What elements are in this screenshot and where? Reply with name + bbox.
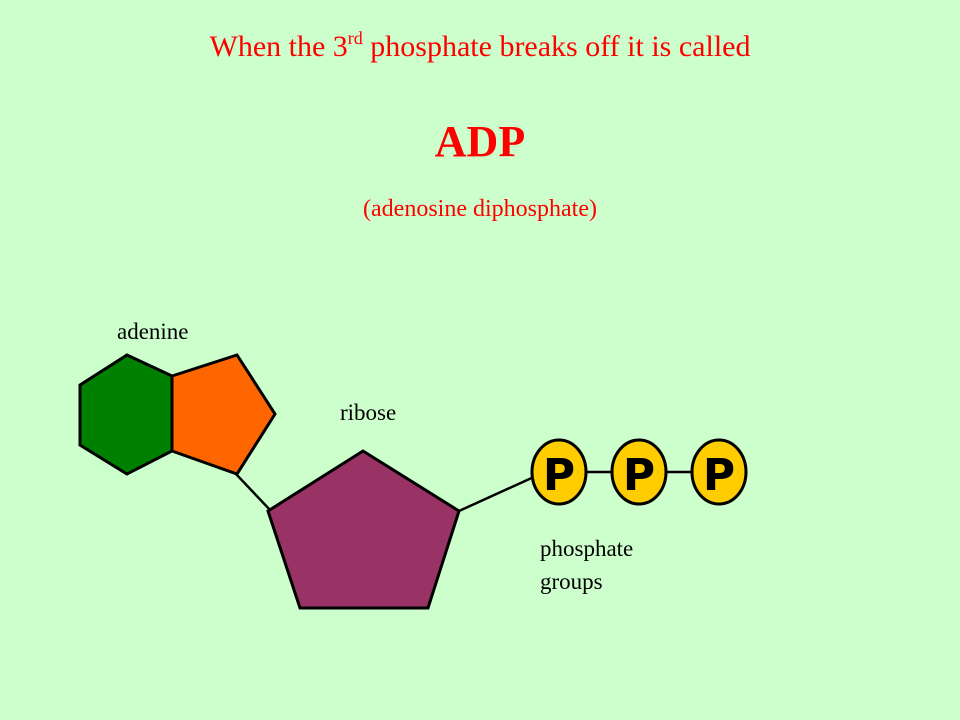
heading-end: phosphate breaks off it is called: [362, 30, 751, 63]
phosphate-group-1: P: [530, 438, 588, 506]
ribose-label: ribose: [340, 400, 397, 425]
heading-start: When the 3: [209, 30, 348, 63]
adenine-pentagon: [170, 353, 277, 476]
adenine-label: adenine: [117, 319, 189, 344]
term-title: ADP: [434, 117, 526, 166]
phosphate-label-line1: phosphate: [540, 536, 634, 561]
phosphate-label-line2: groups: [540, 569, 603, 595]
phosphate-letter: P: [543, 450, 575, 501]
adenine-ribose-bond: [235, 473, 272, 512]
ribose-pentagon: [266, 449, 461, 610]
phosphate-circle: [530, 438, 588, 506]
phosphate-circle: [610, 438, 668, 506]
term-full-name: (adenosine diphosphate): [363, 196, 597, 222]
ribose-phosphate-bond: [458, 474, 537, 513]
phosphate-circle: [690, 438, 748, 506]
phosphate-group-2: P: [610, 438, 668, 506]
heading: When the 3rd phosphate breaks off it is …: [0, 28, 960, 64]
phosphate-letter: P: [623, 450, 655, 501]
phosphate-letter: P: [703, 450, 735, 501]
phosphate-group-3: P: [690, 438, 748, 506]
heading-ordinal-suffix: rd: [347, 28, 363, 48]
phosphate-groups-label: phosphate groups: [540, 532, 633, 599]
adenine-hexagon: [78, 353, 174, 476]
